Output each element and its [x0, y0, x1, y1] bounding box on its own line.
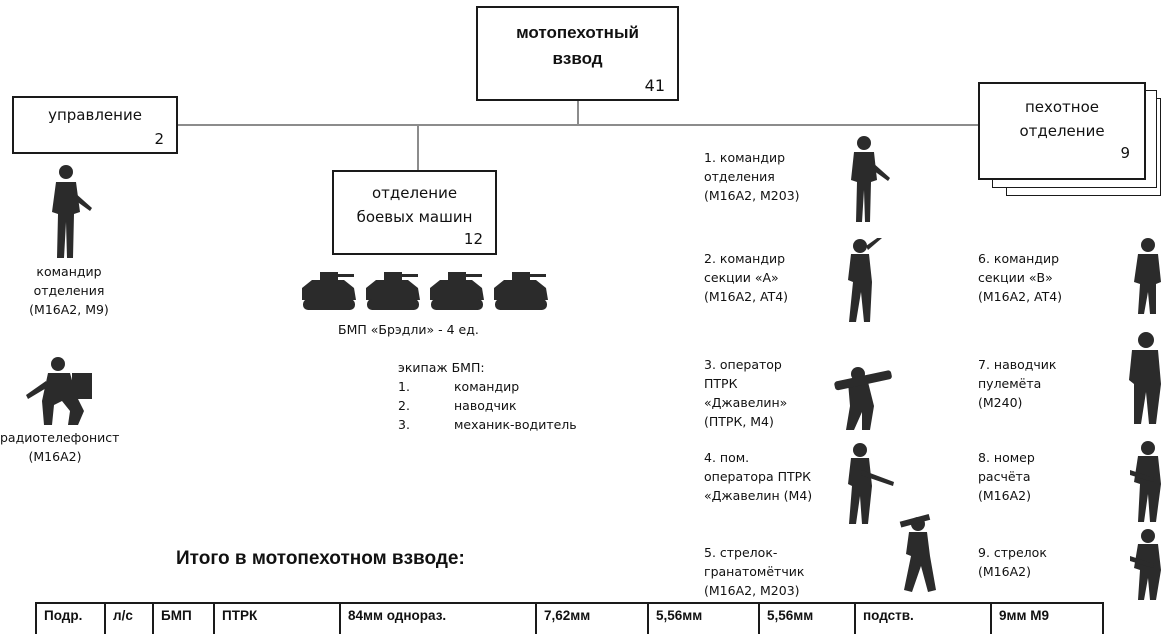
crew-item: 3. механик-водитель — [398, 417, 577, 432]
control-box: управление 2 — [12, 96, 178, 154]
control-member-2-label: радиотелефонист (M16A2) — [0, 430, 120, 464]
platoon-title-line2: взвод — [552, 49, 603, 68]
platoon-box: мотопехотный взвод 41 — [476, 6, 679, 101]
crew-title: экипаж БМП: — [398, 360, 485, 375]
infantry-section-title-line2: отделение — [1019, 122, 1105, 140]
control-title: управление — [48, 106, 142, 124]
platoon-title-line1: мотопехотный — [516, 23, 639, 42]
infantry-member-4-label: 4. пом. оператора ПТРК «Джавелин (M4) — [704, 450, 813, 503]
platoon-count: 41 — [644, 76, 665, 95]
soldier-machinegun-icon — [1126, 330, 1161, 426]
soldier-kneeling-icon — [18, 355, 104, 427]
vehicle-section-title-line1: отделение — [371, 184, 458, 202]
summary-col-personnel: л/с — [104, 602, 154, 634]
infantry-member-1-label: 1. командир отделения (M16A2, M203) — [704, 150, 800, 203]
soldier-standing-icon — [840, 134, 892, 224]
vehicle-section-box: отделение боевых машин 12 — [332, 170, 497, 255]
summary-col-unit: Подр. — [35, 602, 106, 634]
soldier-javelin-icon — [832, 362, 892, 432]
vehicle-section-title: отделение боевых машин — [334, 181, 495, 229]
summary-title: Итого в мотопехотном взводе: — [176, 548, 465, 569]
infantry-section-title: пехотное отделение — [980, 95, 1144, 143]
soldier-rifle-icon — [1130, 528, 1161, 602]
soldier-walking-icon — [836, 238, 886, 324]
infantry-member-9-label: 9. стрелок (M16A2) — [978, 545, 1047, 579]
bmp-bradley-icon — [366, 272, 420, 310]
crew-item: 2. наводчик — [398, 398, 517, 413]
bmp-bradley-icon — [494, 272, 548, 310]
control-member-1-label: командир отделения (M16A2, M9) — [29, 264, 109, 317]
infantry-section-title-line1: пехотное — [1024, 98, 1100, 116]
soldier-standing-icon — [40, 162, 96, 262]
summary-col-grenade-launcher: подств. — [854, 602, 992, 634]
soldier-running-icon — [896, 510, 944, 594]
bmp-bradley-icon — [302, 272, 356, 310]
summary-col-762mm: 7,62мм — [535, 602, 649, 634]
infantry-section-box: пехотное отделение 9 — [978, 82, 1146, 180]
infantry-member-8-label: 8. номер расчёта (M16A2) — [978, 450, 1035, 503]
infantry-member-5-label: 5. стрелок- гранатомётчик (M16A2, M203) — [704, 545, 805, 598]
infantry-member-7-label: 7. наводчик пулемёта (M240) — [978, 357, 1057, 410]
summary-col-atgm: ПТРК — [213, 602, 341, 634]
vehicle-section-count: 12 — [463, 230, 483, 248]
vehicle-row — [300, 268, 552, 318]
infantry-member-3-label: 3. оператор ПТРК «Джавелин» (ПТРК, M4) — [704, 357, 788, 429]
summary-col-9mm: 9мм M9 — [990, 602, 1104, 634]
summary-col-84mm: 84мм однораз. — [339, 602, 537, 634]
infantry-member-6-label: 6. командир секции «В» (M16A2, AT4) — [978, 251, 1063, 304]
summary-col-556mm-a: 5,56мм — [647, 602, 760, 634]
vehicle-section-title-line2: боевых машин — [356, 208, 473, 226]
soldier-rifle-icon — [838, 442, 896, 526]
crew-item: 1. командир — [398, 379, 520, 394]
infantry-section-count: 9 — [1120, 144, 1130, 162]
vehicles-caption: БМП «Брэдли» - 4 ед. — [338, 322, 479, 337]
summary-table: Подр. л/с БМП ПТРК 84мм однораз. 7,62мм … — [35, 602, 1104, 634]
soldier-standing-icon — [1130, 236, 1161, 316]
summary-header-row: Подр. л/с БМП ПТРК 84мм однораз. 7,62мм … — [35, 602, 1104, 634]
summary-col-bmp: БМП — [152, 602, 215, 634]
bmp-bradley-icon — [430, 272, 484, 310]
soldier-rifle-icon — [1130, 440, 1161, 524]
summary-col-556mm-b: 5,56мм — [758, 602, 856, 634]
infantry-member-2-label: 2. командир секции «А» (M16A2, AT4) — [704, 251, 789, 304]
vehicle-crew-list: экипаж БМП: 1. командир 2. наводчик 3. м… — [398, 358, 577, 434]
control-count: 2 — [154, 130, 164, 148]
platoon-title: мотопехотный взвод — [478, 20, 677, 72]
